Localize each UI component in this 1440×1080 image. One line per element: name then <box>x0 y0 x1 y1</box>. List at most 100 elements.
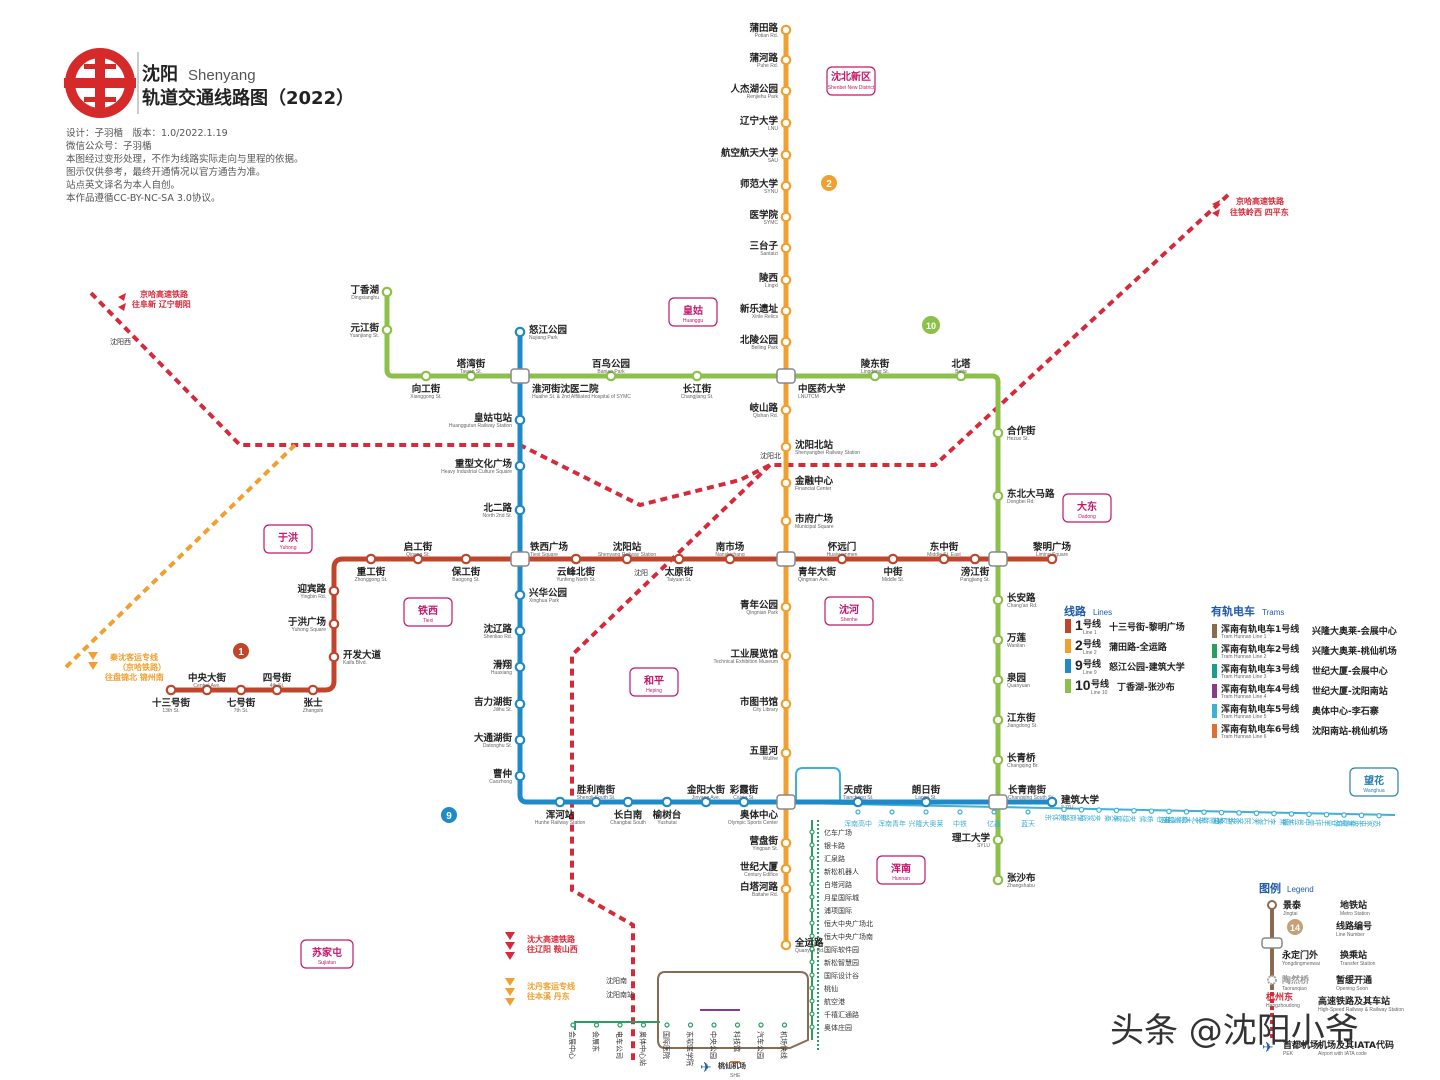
station-dot[interactable] <box>691 370 703 382</box>
station-dot[interactable] <box>1046 553 1058 565</box>
station-dot[interactable] <box>673 553 685 565</box>
station-dot[interactable] <box>852 796 864 808</box>
station-dot[interactable] <box>992 674 1004 686</box>
tram-stop[interactable]: 新松智慧园 <box>809 958 859 967</box>
station-dot[interactable] <box>780 336 792 348</box>
station-dot[interactable] <box>780 117 792 129</box>
station-dot[interactable] <box>836 553 848 565</box>
tram-stop[interactable]: 花谷 <box>1156 808 1172 823</box>
station-dot[interactable] <box>780 747 792 759</box>
station-dot[interactable] <box>780 24 792 36</box>
station-dot[interactable] <box>780 404 792 416</box>
tram-stop[interactable]: 东软医学院 <box>686 1022 695 1066</box>
transfer-limingsq-line10[interactable] <box>988 551 1008 567</box>
station-dot[interactable] <box>235 684 247 696</box>
tram-stop[interactable]: 浑南路 <box>1061 806 1085 822</box>
tram-stop[interactable]: 东北大学浑南 <box>1164 809 1207 824</box>
station-dot[interactable] <box>869 370 881 382</box>
station-dot[interactable] <box>992 754 1004 766</box>
tram-stop[interactable]: 王蕉 <box>1278 811 1295 826</box>
station-dot[interactable] <box>920 796 932 808</box>
tram-stop[interactable]: 新松机器人 <box>809 867 859 876</box>
station-dot[interactable] <box>514 589 526 601</box>
station-dot[interactable] <box>514 460 526 472</box>
station-dot[interactable] <box>412 553 424 565</box>
station-dot[interactable] <box>328 618 340 630</box>
tram-stop[interactable]: 机场快线 <box>780 1022 789 1059</box>
tram-stop[interactable]: 会展东 <box>592 1022 601 1052</box>
tram-stop[interactable]: 白塔河路 <box>809 880 852 889</box>
tram-stop[interactable]: 亿车广场 <box>809 828 852 837</box>
station-dot[interactable] <box>938 553 950 565</box>
tram-stop[interactable]: 月星国际城 <box>809 893 859 902</box>
station-dot[interactable] <box>605 370 617 382</box>
transfer-qingnian[interactable] <box>776 551 796 567</box>
station-dot[interactable] <box>514 625 526 637</box>
tram-stop[interactable]: 科技馆 <box>733 1022 742 1052</box>
station-dot[interactable] <box>969 553 981 565</box>
station-dot[interactable] <box>780 242 792 254</box>
tram-stop[interactable]: 电车公司 <box>615 1022 624 1059</box>
station-dot[interactable] <box>992 834 1004 846</box>
tram-stop[interactable]: 杨侯 <box>1138 808 1154 823</box>
tram-stop[interactable]: 亚新区南 <box>1213 810 1242 825</box>
station-dot[interactable] <box>307 684 319 696</box>
tram-stop[interactable]: 亿鑫 <box>987 809 1001 828</box>
transfer-changqingnan[interactable] <box>988 794 1008 810</box>
station-dot[interactable] <box>780 441 792 453</box>
station-dot[interactable] <box>590 796 602 808</box>
tram-stop[interactable]: 苏家屯火车 <box>1345 812 1382 828</box>
station-dot[interactable] <box>780 863 792 875</box>
station-dot[interactable] <box>700 796 712 808</box>
station-dot[interactable] <box>780 477 792 489</box>
tram-stop[interactable]: 中央公园 <box>709 1022 718 1059</box>
tram-stop[interactable]: 上坪营 <box>1306 811 1329 827</box>
tram-stop[interactable]: 恒大中央广场北 <box>809 919 873 928</box>
station-dot[interactable] <box>622 796 634 808</box>
station-dot[interactable] <box>165 684 177 696</box>
tram-stop[interactable]: 航空港 <box>809 997 845 1006</box>
tram-stop[interactable]: 奥体中心站 <box>639 1022 648 1066</box>
station-dot[interactable] <box>1046 796 1058 808</box>
station-dot[interactable] <box>514 414 526 426</box>
station-dot[interactable] <box>780 650 792 662</box>
station-dot[interactable] <box>992 634 1004 646</box>
tram-stop[interactable]: 汇泉路 <box>809 854 845 863</box>
station-dot[interactable] <box>780 149 792 161</box>
tram-stop[interactable]: 李石寨 <box>1255 810 1277 826</box>
tram-stop[interactable]: 中景花园 <box>1282 811 1312 826</box>
